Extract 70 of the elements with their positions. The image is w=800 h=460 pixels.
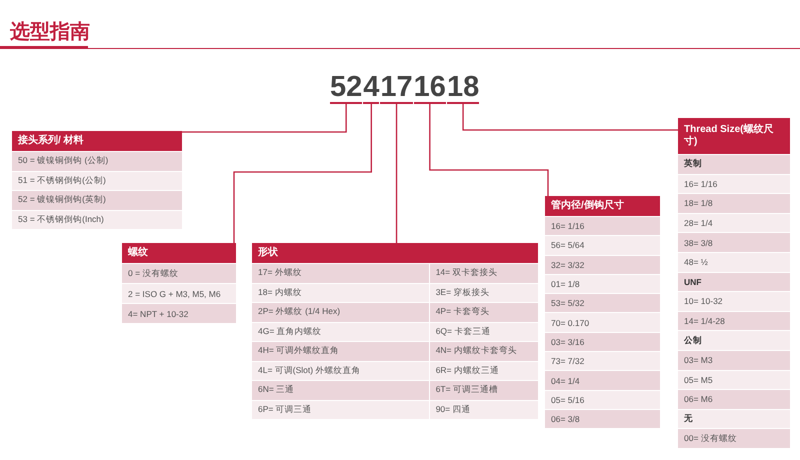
selection-table [678,118,790,448]
table-cell: 2 = ISO G + M3, M5, M6 [122,284,236,303]
leader-line [429,104,549,196]
table-cell: 70= 0.170 [545,313,660,332]
table-subheading: 英制 [678,155,790,174]
table-header: 管内径/倒钩尺寸 [545,196,660,216]
table-cell: 18= 内螺纹 [252,284,429,302]
table-cell: 2P= 外螺纹 (1/4 Hex) [252,303,429,322]
table-cell: 73= 7/32 [545,352,660,370]
table-cell: 18= 1/8 [678,194,790,213]
table-cell: 32= 3/32 [545,256,660,274]
table-cell: 6P= 可调三通 [252,400,429,419]
table-cell: 16= 1/16 [678,174,790,194]
leader-line [233,104,372,243]
table-cell: 10= 10-32 [678,292,790,311]
leader-line [182,104,347,133]
table-subheading: 公制 [678,331,790,350]
code-digits: 18 [446,72,480,104]
table-cell: 05= 5/16 [545,390,660,409]
table-cell: 4G= 直角内螺纹 [252,322,429,341]
table-cell: 48= ½ [678,252,790,272]
table-cell: 03= M3 [678,350,790,370]
table-cell: 03= 3/16 [545,332,660,352]
table-cell: 53 = 不锈钢倒钩(Inch) [12,210,182,229]
table-cell: 4H= 可调外螺纹直角 [252,342,429,360]
table-subheading: 无 [678,410,790,428]
table-cell: 90= 四通 [430,400,538,419]
table-cell: 14= 1/4-28 [678,312,790,330]
table-cell: 04= 1/4 [545,371,660,390]
table-header: 螺纹 [122,243,236,263]
table-cell: 00= 没有螺纹 [678,429,790,448]
table-cell: 17= 外螺纹 [252,264,429,282]
table-cell: 6Q= 卡套三通 [430,322,538,341]
table-cell: 05= M5 [678,370,790,390]
table-cell: 4= NPT + 10-32 [122,304,236,323]
table-cell: 38= 3/8 [678,233,790,252]
table-cell: 16= 1/16 [545,217,660,236]
table-subheading: UNF [678,272,790,292]
table-cell: 53= 5/32 [545,294,660,312]
selection-table [545,196,660,428]
table-header: 接头系列/ 材料 [12,131,182,151]
table-cell: 4N= 内螺纹卡套弯头 [430,342,538,360]
table-cell: 6R= 内螺纹三通 [430,362,538,380]
table-cell: 06= 3/8 [545,410,660,428]
table-cell: 28= 1/4 [678,214,790,232]
table-cell: 56= 5/64 [545,236,660,255]
table-cell: 52 = 镀镍铜倒钩(英制) [12,191,182,210]
code-digits: 17 [380,72,413,104]
selection-table [12,131,182,229]
leader-line [462,104,678,131]
code-digits: 16 [414,72,446,104]
table-cell: 51 = 不锈钢倒钩(公制) [12,172,182,190]
selection-table [252,243,537,419]
leader-line [396,104,398,243]
table-cell: 4L= 可调(Slot) 外螺纹直角 [252,362,429,380]
table-header: Thread Size(螺纹尺寸) [678,118,790,154]
code-digits: 4 [363,72,380,104]
code-digits: 52 [330,72,362,104]
selection-table [122,243,236,323]
table-cell: 3E= 穿板接头 [430,284,538,302]
table-cell: 4P= 卡套弯头 [430,303,538,322]
table-cell: 6T= 可调三通槽 [430,381,538,400]
table-cell: 06= M6 [678,390,790,409]
table-header: 形状 [252,243,538,263]
table-cell: 50 = 镀镍铜倒钩 (公制) [12,152,182,170]
table-cell: 01= 1/8 [545,274,660,294]
table-cell: 14= 双卡套接头 [430,264,538,282]
table-cell: 6N= 三通 [252,381,429,400]
table-cell: 0 = 没有螺纹 [122,264,236,283]
page-title: 选型指南 [10,20,90,45]
